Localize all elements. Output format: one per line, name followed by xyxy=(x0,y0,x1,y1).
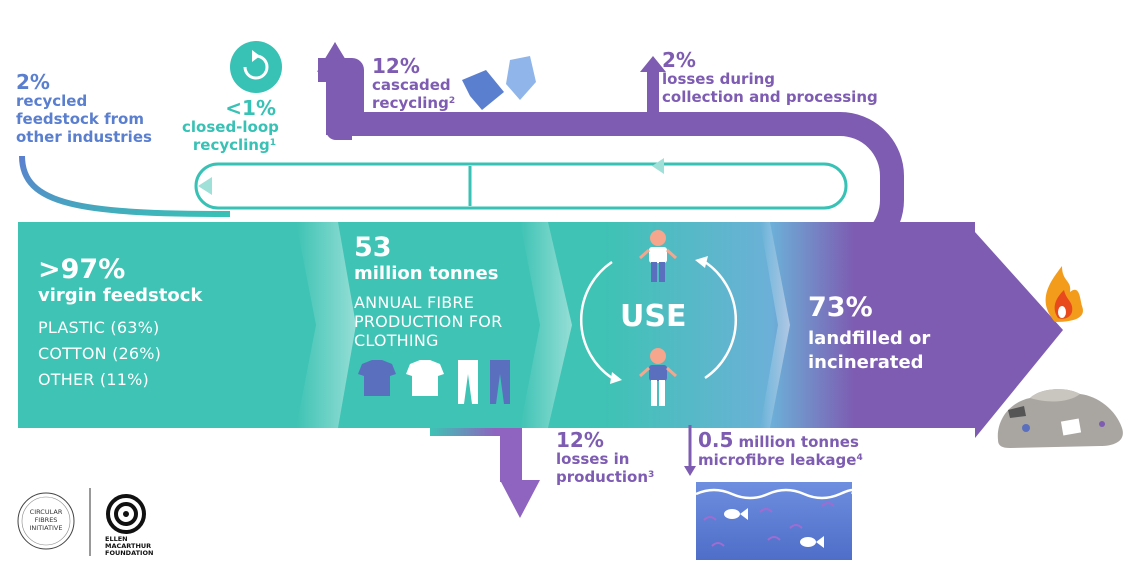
fish-icon xyxy=(724,509,740,519)
cascaded-line-1: cascaded xyxy=(372,76,451,94)
production-block: 53 million tonnes ANNUAL FIBRE PRODUCTIO… xyxy=(354,234,502,350)
recycled-feedstock-line-1: recycled xyxy=(16,92,88,110)
person-top-icon xyxy=(639,230,677,282)
recycled-feedstock-line-3: other industries xyxy=(16,128,152,146)
microfibre-value: 0.5 xyxy=(698,428,734,452)
recycled-feedstock-block: 2% recycled feedstock from other industr… xyxy=(16,72,152,146)
ocean-illustration xyxy=(695,482,855,560)
production-losses-line-2: production xyxy=(556,468,649,486)
cfi-line-1: CIRCULAR xyxy=(29,508,63,516)
microfibre-unit: million tonnes xyxy=(738,433,859,451)
landfilled-value: 73% xyxy=(808,292,873,323)
virgin-item-cotton: COTTON (26%) xyxy=(38,344,162,363)
production-line-2: PRODUCTION FOR xyxy=(354,312,503,331)
production-losses-arrow xyxy=(430,428,540,518)
production-line-3: CLOTHING xyxy=(354,331,439,350)
cascaded-value: 12% xyxy=(372,54,420,78)
emf-logo xyxy=(106,494,146,534)
landfilled-line-1: landfilled or xyxy=(808,328,931,349)
person-bottom-icon xyxy=(639,348,677,406)
microfibre-block: 0.5 million tonnes microfibre leakage4 xyxy=(698,430,863,469)
clothing-icons xyxy=(358,360,510,404)
landfilled-block: 73% landfilled or incinerated xyxy=(808,294,930,375)
recycled-feedstock-value: 2% xyxy=(16,70,50,94)
closed-loop-value: <1% xyxy=(225,96,276,120)
production-losses-block: 12% losses in production3 xyxy=(556,430,654,486)
production-losses-line-1: losses in xyxy=(556,450,630,468)
cascaded-block: 12% cascaded recycling2 xyxy=(372,56,455,112)
collection-losses-line-1: losses during xyxy=(662,70,775,88)
virgin-value: >97% xyxy=(38,254,126,285)
fish-icon xyxy=(800,537,816,547)
fabric-scraps-icon xyxy=(462,56,536,110)
virgin-item-plastic: PLASTIC (63%) xyxy=(38,318,160,337)
recycle-circle-icon xyxy=(230,41,282,93)
closed-loop-block: <1% closed-loop recycling1 xyxy=(182,96,279,154)
emf-line-3: FOUNDATION xyxy=(105,549,154,557)
cascaded-arrow-head xyxy=(318,42,352,74)
landfill-pile-icon xyxy=(997,389,1123,448)
cfi-line-2: FIBRES xyxy=(34,516,58,524)
microfibre-label: microfibre leakage xyxy=(698,451,857,469)
collection-losses-arrow xyxy=(640,56,666,72)
production-value: 53 xyxy=(354,232,392,263)
closed-loop-line-2: recycling xyxy=(192,136,270,154)
microfibre-footnote: 4 xyxy=(856,453,863,463)
closed-loop-line-1: closed-loop xyxy=(182,118,279,136)
virgin-item-other: OTHER (11%) xyxy=(38,370,149,389)
production-losses-footnote: 3 xyxy=(648,470,655,480)
closed-loop-footnote: 1 xyxy=(269,138,276,148)
cfi-line-3: INITIATIVE xyxy=(29,524,63,532)
recycled-feedstock-curve xyxy=(19,155,231,217)
cfi-logo-text: CIRCULAR FIBRES INITIATIVE xyxy=(27,508,65,532)
emf-line-1: ELLEN xyxy=(105,535,128,543)
virgin-feedstock-block: >97% virgin feedstock PLASTIC (63%) COTT… xyxy=(38,256,202,393)
recycled-feedstock-line-2: feedstock from xyxy=(16,110,144,128)
production-losses-value: 12% xyxy=(556,428,604,452)
virgin-label: virgin feedstock xyxy=(38,285,203,306)
cascaded-line-2: recycling xyxy=(372,94,449,112)
collection-losses-block: 2% losses during collection and processi… xyxy=(662,50,878,106)
production-line-1: ANNUAL FIBRE xyxy=(354,293,475,312)
emf-line-2: MACARTHUR xyxy=(105,542,152,550)
cascaded-footnote: 2 xyxy=(448,96,456,106)
production-unit: million tonnes xyxy=(354,263,499,284)
fire-icon xyxy=(1045,266,1083,322)
collection-losses-value: 2% xyxy=(662,48,696,72)
closed-loop-channel xyxy=(194,162,848,210)
landfilled-line-2: incinerated xyxy=(808,352,924,373)
cfi-logo xyxy=(17,492,75,550)
use-label: USE xyxy=(620,299,687,334)
emf-logo-text: ELLEN MACARTHUR FOUNDATION xyxy=(105,536,153,557)
use-cycle-arrows xyxy=(579,260,613,380)
collection-losses-line-2: collection and processing xyxy=(662,88,878,106)
